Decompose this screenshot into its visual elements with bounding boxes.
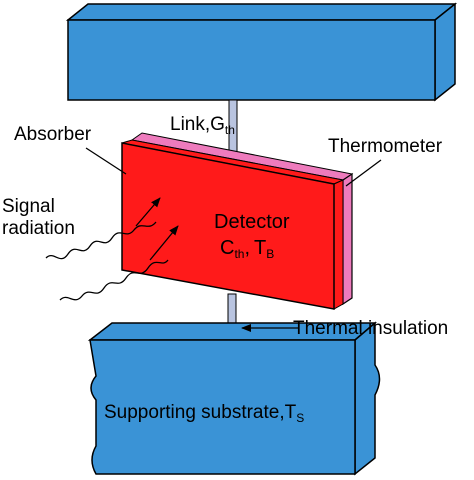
thermometer-label: Thermometer <box>328 136 443 157</box>
thermometer-pointer <box>345 159 382 187</box>
detector-params: Cth,TB <box>220 237 274 261</box>
signal-label-line1: Signal <box>2 196 55 217</box>
substrate-side-face <box>354 321 381 476</box>
arrow-icon <box>135 197 161 227</box>
detector-title: Detector <box>214 211 290 233</box>
arrow-icon <box>149 225 179 261</box>
wavy-signal-icon <box>59 259 169 301</box>
wavy-signal-icon <box>45 221 157 260</box>
thermometer-side <box>342 172 353 306</box>
absorber-label: Absorber <box>14 124 92 145</box>
thermal-insulation-label: Thermal insulation <box>293 318 448 339</box>
top-heat-sink <box>65 2 458 102</box>
absorber-side <box>333 179 344 310</box>
top-bar-top-face <box>65 3 458 21</box>
supporting-substrate <box>87 321 381 476</box>
substrate-label: Supporting substrate,TS <box>104 402 304 425</box>
absorber-pointer <box>85 147 127 175</box>
top-bar-front-face <box>67 19 436 101</box>
signal-label-line2: radiation <box>2 218 75 239</box>
link-label: Link,Gth <box>170 114 235 137</box>
top-bar-side-face <box>434 2 456 102</box>
absorber-block <box>121 139 345 310</box>
substrate-front-face <box>89 339 356 475</box>
absorber-front <box>121 142 335 310</box>
thermometer-layer <box>130 132 354 306</box>
